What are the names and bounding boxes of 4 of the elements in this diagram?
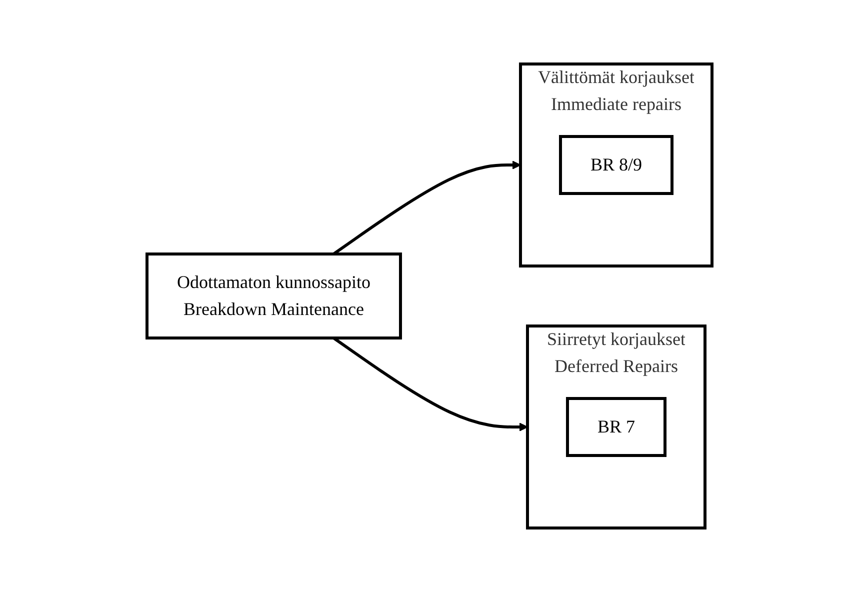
node-box: BR 7 bbox=[566, 397, 666, 457]
arrow bbox=[332, 160, 521, 256]
node-box: Odottamaton kunnossapito Breakdown Maintenance bbox=[146, 252, 402, 340]
node-box: BR 8/9 bbox=[558, 135, 674, 195]
